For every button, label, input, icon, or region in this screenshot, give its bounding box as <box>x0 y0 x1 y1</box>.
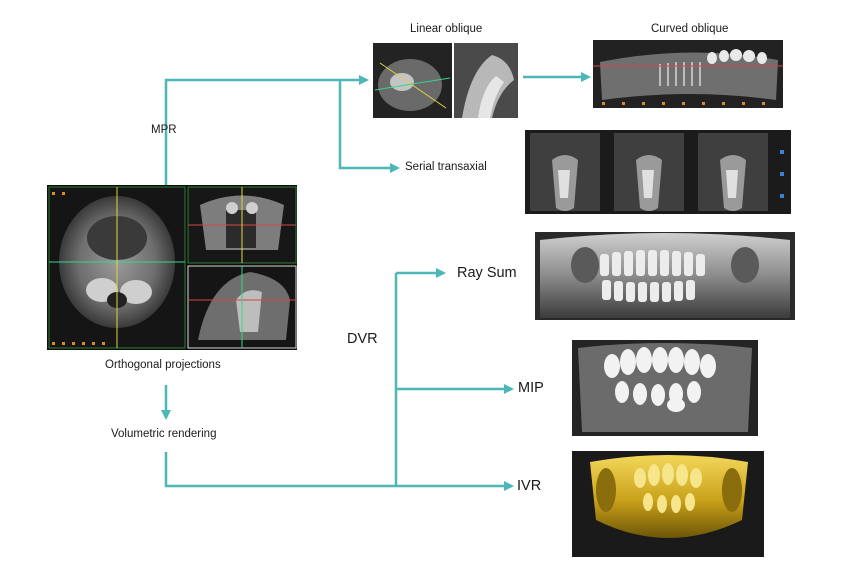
mip-label: MIP <box>518 380 544 396</box>
curved-oblique-label: Curved oblique <box>651 23 729 35</box>
serial-transaxial-image <box>525 130 791 214</box>
ivr-image <box>572 451 764 557</box>
transaxial-slice-3 <box>698 133 768 211</box>
transaxial-slice-2 <box>614 133 684 211</box>
ray-sum-label: Ray Sum <box>457 265 517 281</box>
curved-oblique-image <box>593 40 783 108</box>
linear-oblique-image <box>373 43 518 118</box>
volumetric-rendering-label: Volumetric rendering <box>111 428 217 440</box>
arrow-to-serial-transaxial <box>338 80 400 173</box>
dvr-label: DVR <box>347 331 378 347</box>
ivr-label: IVR <box>517 478 542 494</box>
orthogonal-projections-label: Orthogonal projections <box>105 359 221 371</box>
mip-image <box>572 340 758 436</box>
transaxial-slice-1 <box>530 133 600 211</box>
linear-oblique-label: Linear oblique <box>410 23 483 35</box>
connector-lines <box>161 72 591 491</box>
orthogonal-projections-image <box>47 185 297 350</box>
arrow-to-linear-oblique <box>164 75 369 186</box>
mpr-label: MPR <box>151 124 177 136</box>
arrow-to-ivr <box>164 452 514 491</box>
ray-sum-image <box>535 232 795 320</box>
serial-transaxial-label: Serial transaxial <box>405 161 487 173</box>
